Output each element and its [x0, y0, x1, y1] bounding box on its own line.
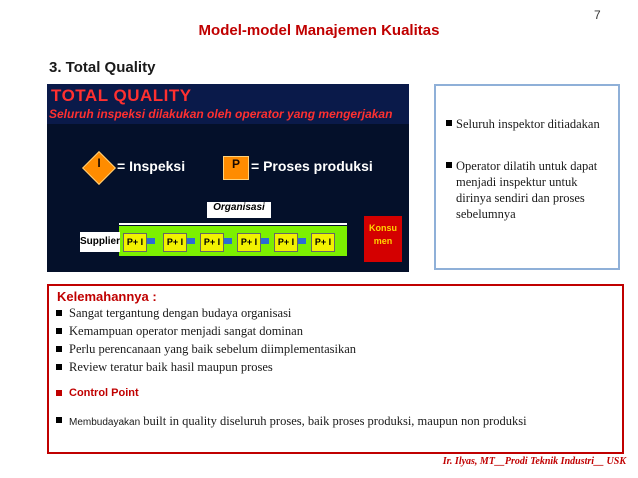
bullet-square-icon — [56, 346, 62, 352]
bullet-square-icon — [56, 310, 62, 316]
control-point-heading: Control Point — [56, 387, 139, 399]
side-points-box: Seluruh inspektor ditiadakan Operator di… — [434, 84, 620, 270]
process-step: P+ I — [311, 233, 335, 252]
process-flow-bar — [119, 226, 347, 256]
section-title: 3. Total Quality — [49, 59, 156, 76]
weakness-item-text: Perlu perencanaan yang baik sebelum diim… — [69, 342, 357, 356]
bullet-square-icon — [56, 364, 62, 370]
page-title: Model-model Manajemen Kualitas — [198, 22, 440, 39]
footer-credit: Ir. Ilyas, MT__Prodi Teknik Industri__ U… — [442, 456, 626, 467]
flow-arrow-icon — [298, 238, 306, 244]
weakness-item-text: Kemampuan operator menjadi sangat domina… — [69, 324, 303, 338]
weakness-item: Review teratur baik hasil maupun proses — [56, 360, 273, 375]
weakness-item-text: Review teratur baik hasil maupun proses — [69, 360, 273, 374]
weakness-item-text: Sangat tergantung dengan budaya organisa… — [69, 306, 292, 320]
control-point-body: built in quality diseluruh proses, baik … — [140, 414, 527, 428]
flow-arrow-icon — [261, 238, 269, 244]
bullet-square-icon — [56, 417, 62, 423]
flow-arrow-icon — [147, 238, 155, 244]
process-step: P+ I — [163, 233, 187, 252]
side-point: Seluruh inspektor ditiadakan — [446, 116, 626, 132]
bullet-square-icon — [56, 390, 62, 396]
side-point-text: Seluruh inspektor ditiadakan — [456, 117, 600, 131]
page-number: 7 — [594, 8, 601, 22]
bullet-square-icon — [446, 162, 452, 168]
process-step: P+ I — [200, 233, 224, 252]
inspection-legend: = Inspeksi — [117, 158, 186, 174]
weakness-item: Sangat tergantung dengan budaya organisa… — [56, 306, 292, 321]
bullet-square-icon — [446, 120, 452, 126]
process-step: P+ I — [237, 233, 261, 252]
diagram-title: TOTAL QUALITY — [51, 86, 192, 105]
diagram-subtitle: Seluruh inspeksi dilakukan oleh operator… — [49, 107, 393, 121]
total-quality-diagram: TOTAL QUALITY Seluruh inspeksi dilakukan… — [47, 84, 409, 272]
konsumen-label-line2: men — [373, 236, 393, 246]
diagram-title-band — [47, 84, 409, 124]
konsumen-box: Konsu men — [364, 216, 402, 262]
side-point-text: Operator dilatih untuk dapat menjadi ins… — [456, 159, 598, 221]
supplier-box: Supplier — [80, 232, 120, 252]
organisasi-bracket — [119, 223, 347, 225]
organisasi-label: Organisasi — [207, 202, 271, 218]
control-point-text: Membudayakan built in quality diseluruh … — [56, 413, 609, 429]
control-point-lead-word: Membudayakan — [69, 417, 141, 428]
control-point-heading-text: Control Point — [69, 387, 139, 399]
process-step: P+ I — [274, 233, 298, 252]
process-step: P+ I — [123, 233, 147, 252]
flow-arrow-icon — [187, 238, 195, 244]
side-point: Operator dilatih untuk dapat menjadi ins… — [446, 158, 606, 222]
weakness-item: Perlu perencanaan yang baik sebelum diim… — [56, 342, 357, 357]
bullet-square-icon — [56, 328, 62, 334]
konsumen-label-line1: Konsu — [369, 223, 397, 233]
weakness-heading: Kelemahannya : — [57, 289, 157, 304]
process-legend: = Proses produksi — [251, 158, 373, 174]
weakness-box: Kelemahannya : Sangat tergantung dengan … — [47, 284, 624, 454]
inspection-symbol: I — [97, 156, 101, 170]
flow-arrow-icon — [224, 238, 232, 244]
weakness-item: Kemampuan operator menjadi sangat domina… — [56, 324, 303, 339]
process-symbol: P — [223, 156, 249, 180]
